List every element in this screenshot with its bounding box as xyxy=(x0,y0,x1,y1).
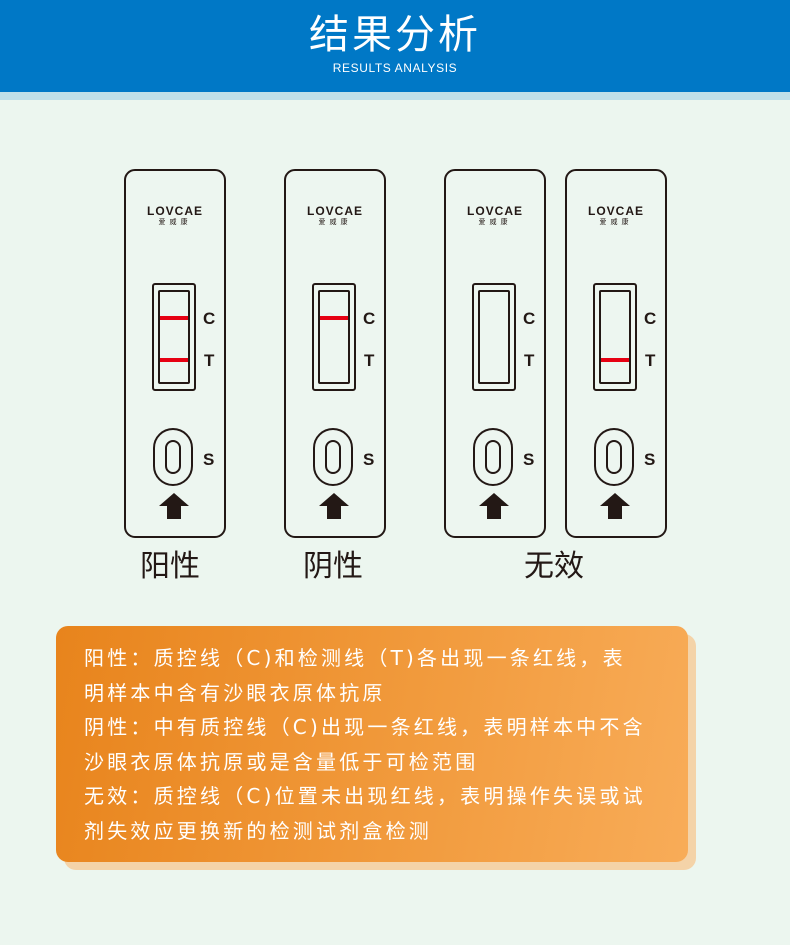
test-line xyxy=(601,358,629,362)
result-window xyxy=(152,283,196,391)
test-cassette-invalid-1: LOVCAE 爱威康 C T S xyxy=(444,169,546,538)
header-stripe xyxy=(0,92,790,100)
sample-label: S xyxy=(363,450,375,469)
result-strip xyxy=(318,290,350,384)
test-cassette-negative: LOVCAE 爱威康 C T S xyxy=(284,169,386,538)
brand-logo: LOVCAE 爱威康 xyxy=(446,205,544,227)
result-label-invalid: 无效 xyxy=(524,549,584,584)
arrow-up-icon xyxy=(159,493,189,519)
brand-logo: LOVCAE 爱威康 xyxy=(126,205,224,227)
brand-name-cn: 爱威康 xyxy=(478,218,512,226)
control-label: C xyxy=(644,309,657,328)
explanation-line: 沙眼衣原体抗原或是含量低于可检范围 xyxy=(84,749,479,774)
test-label: T xyxy=(524,351,535,370)
test-label: T xyxy=(645,351,656,370)
result-label-negative: 阴性 xyxy=(303,549,363,584)
control-line xyxy=(320,316,348,320)
explanation-line: 阳性：质控线（C)和检测线（T)各出现一条红线，表 xyxy=(84,646,626,670)
test-label: T xyxy=(364,351,375,370)
arrow-up-icon xyxy=(479,493,509,519)
test-label: T xyxy=(204,351,215,370)
result-window xyxy=(312,283,356,391)
test-line xyxy=(160,358,188,362)
sample-well xyxy=(594,428,634,486)
explanation-line: 阴性：中有质控线（C)出现一条红线，表明样本中不含 xyxy=(84,715,646,739)
sample-label: S xyxy=(203,450,215,469)
control-label: C xyxy=(363,309,376,328)
sample-label: S xyxy=(523,450,535,469)
arrow-up-icon xyxy=(600,493,630,519)
test-cassette-invalid-2: LOVCAE 爱威康 C T S xyxy=(565,169,667,538)
brand-name-en: LOVCAE xyxy=(587,204,644,218)
brand-name-cn: 爱威康 xyxy=(599,218,633,226)
page-title: 结果分析 xyxy=(309,12,481,58)
result-strip xyxy=(478,290,510,384)
explanation-line: 明样本中含有沙眼衣原体抗原 xyxy=(84,680,386,705)
sample-well xyxy=(473,428,513,486)
page-subtitle: RESULTS ANALYSIS xyxy=(332,61,458,75)
explanation-panel: 阳性：质控线（C)和检测线（T)各出现一条红线，表 明样本中含有沙眼衣原体抗原 … xyxy=(56,626,688,862)
brand-logo: LOVCAE 爱威康 xyxy=(286,205,384,227)
result-strip xyxy=(599,290,631,384)
control-label: C xyxy=(523,309,536,328)
sample-well xyxy=(153,428,193,486)
sample-well xyxy=(313,428,353,486)
brand-logo: LOVCAE 爱威康 xyxy=(567,205,665,227)
result-window xyxy=(593,283,637,391)
header-banner: 结果分析 RESULTS ANALYSIS xyxy=(0,0,790,92)
arrow-up-icon xyxy=(319,493,349,519)
sample-label: S xyxy=(644,450,656,469)
control-label: C xyxy=(203,309,216,328)
brand-name-cn: 爱威康 xyxy=(318,218,352,226)
explanation-line: 剂失效应更换新的检测试剂盒检测 xyxy=(84,818,432,843)
control-line xyxy=(160,316,188,320)
test-cassette-positive: LOVCAE 爱威康 C T S xyxy=(124,169,226,538)
explanation-line: 无效：质控线（C)位置未出现红线，表明操作失误或试 xyxy=(84,784,646,808)
brand-name-en: LOVCAE xyxy=(466,204,523,218)
brand-name-en: LOVCAE xyxy=(306,204,363,218)
result-window xyxy=(472,283,516,391)
result-strip xyxy=(158,290,190,384)
result-label-positive: 阳性 xyxy=(140,549,200,584)
brand-name-cn: 爱威康 xyxy=(158,218,192,226)
brand-name-en: LOVCAE xyxy=(146,204,203,218)
